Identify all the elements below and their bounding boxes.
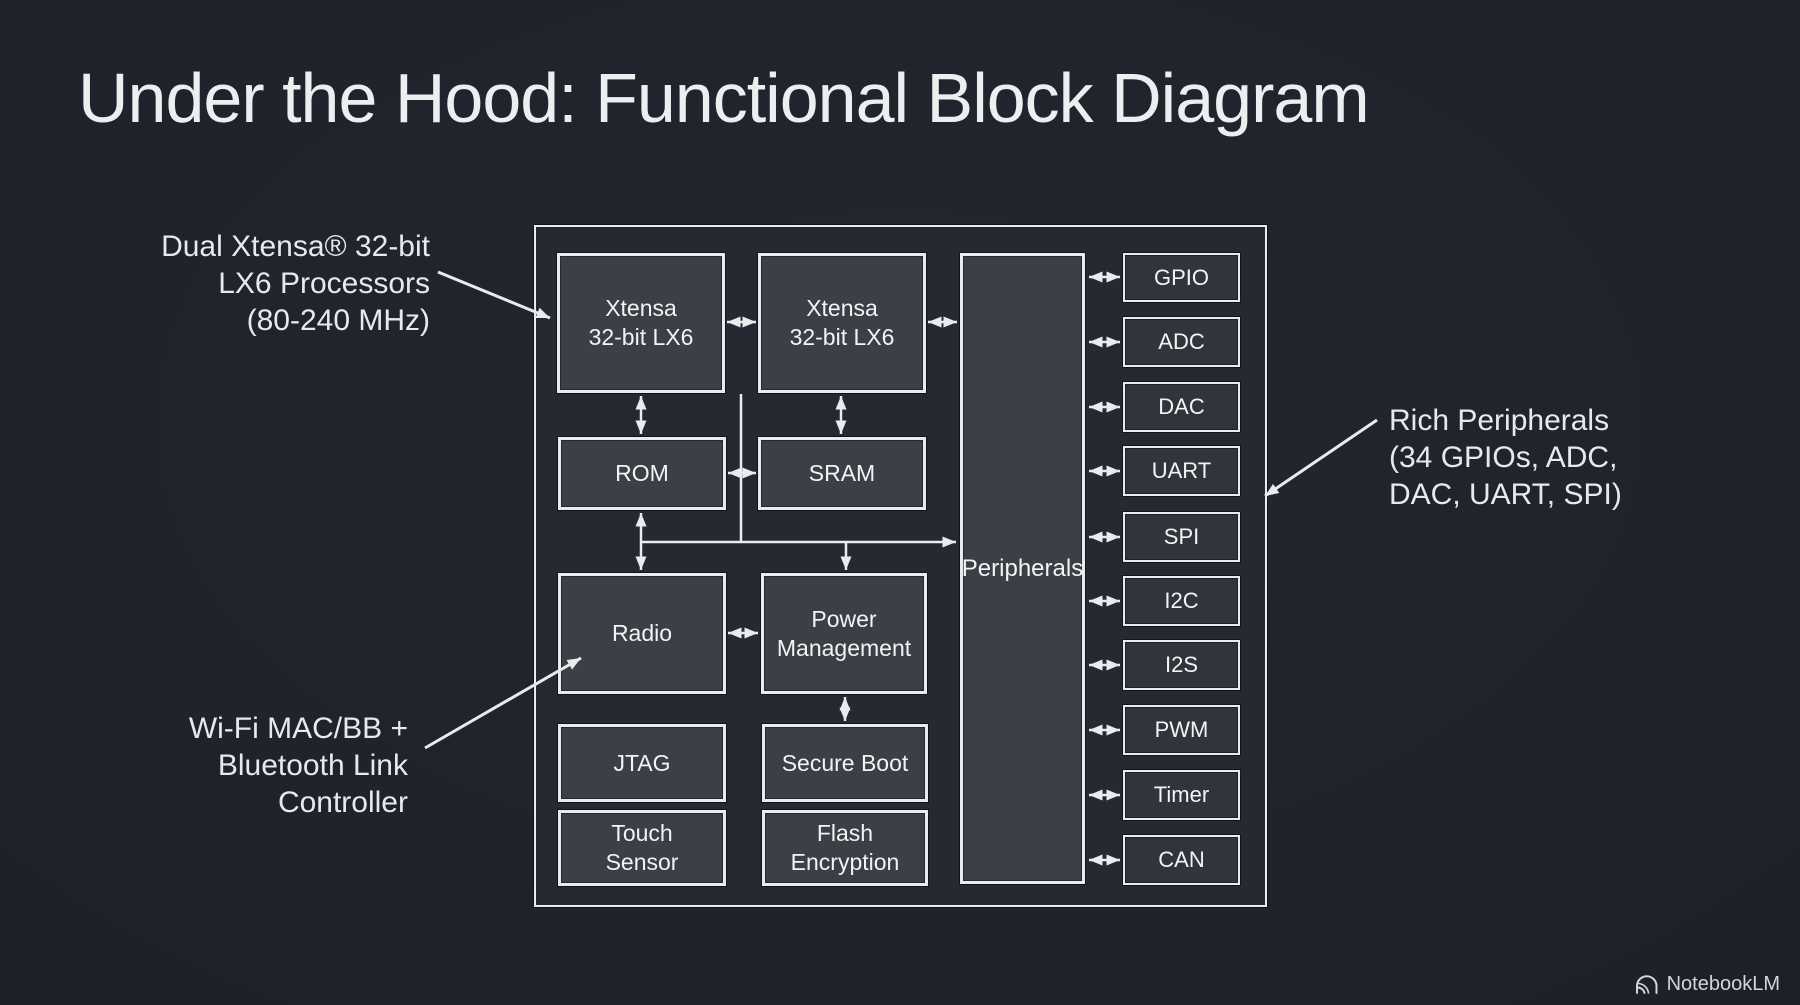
block-secure-boot: Secure Boot (762, 724, 928, 802)
io-block-dac: DAC (1123, 382, 1240, 432)
block-flash-encryption: Flash Encryption (762, 810, 928, 886)
block-cpu1: Xtensa 32-bit LX6 (758, 253, 926, 393)
io-block-pwm: PWM (1123, 705, 1240, 755)
block-power-management: Power Management (761, 573, 927, 694)
io-block-spi: SPI (1123, 512, 1240, 562)
notebooklm-icon (1635, 975, 1658, 994)
io-block-i2c: I2C (1123, 576, 1240, 626)
callout-cpu: Dual Xtensa® 32-bit LX6 Processors (80-2… (161, 230, 430, 337)
callout-radio: Wi-Fi MAC/BB + Bluetooth Link Controller (188, 712, 408, 819)
io-block-uart: UART (1123, 446, 1240, 496)
block-rom: ROM (558, 437, 726, 510)
block-sram: SRAM (758, 437, 926, 510)
block-cpu0: Xtensa 32-bit LX6 (557, 253, 725, 393)
block-peripherals: Peripherals (960, 253, 1085, 884)
page-title: Under the Hood: Functional Block Diagram (78, 59, 1370, 137)
brand-label: NotebookLM (1666, 973, 1780, 995)
io-block-can: CAN (1123, 835, 1240, 885)
io-block-timer: Timer (1123, 770, 1240, 820)
block-jtag: JTAG (558, 724, 726, 802)
brand-footer: NotebookLM (1635, 973, 1780, 996)
callout-peripherals: Rich Peripherals (34 GPIOs, ADC, DAC, UA… (1389, 404, 1622, 511)
block-touch-sensor: Touch Sensor (558, 810, 726, 886)
io-block-adc: ADC (1123, 317, 1240, 367)
arrow-callout-peripherals (1264, 418, 1378, 498)
io-block-i2s: I2S (1123, 640, 1240, 690)
block-radio: Radio (558, 573, 726, 694)
io-block-gpio: GPIO (1123, 253, 1240, 302)
